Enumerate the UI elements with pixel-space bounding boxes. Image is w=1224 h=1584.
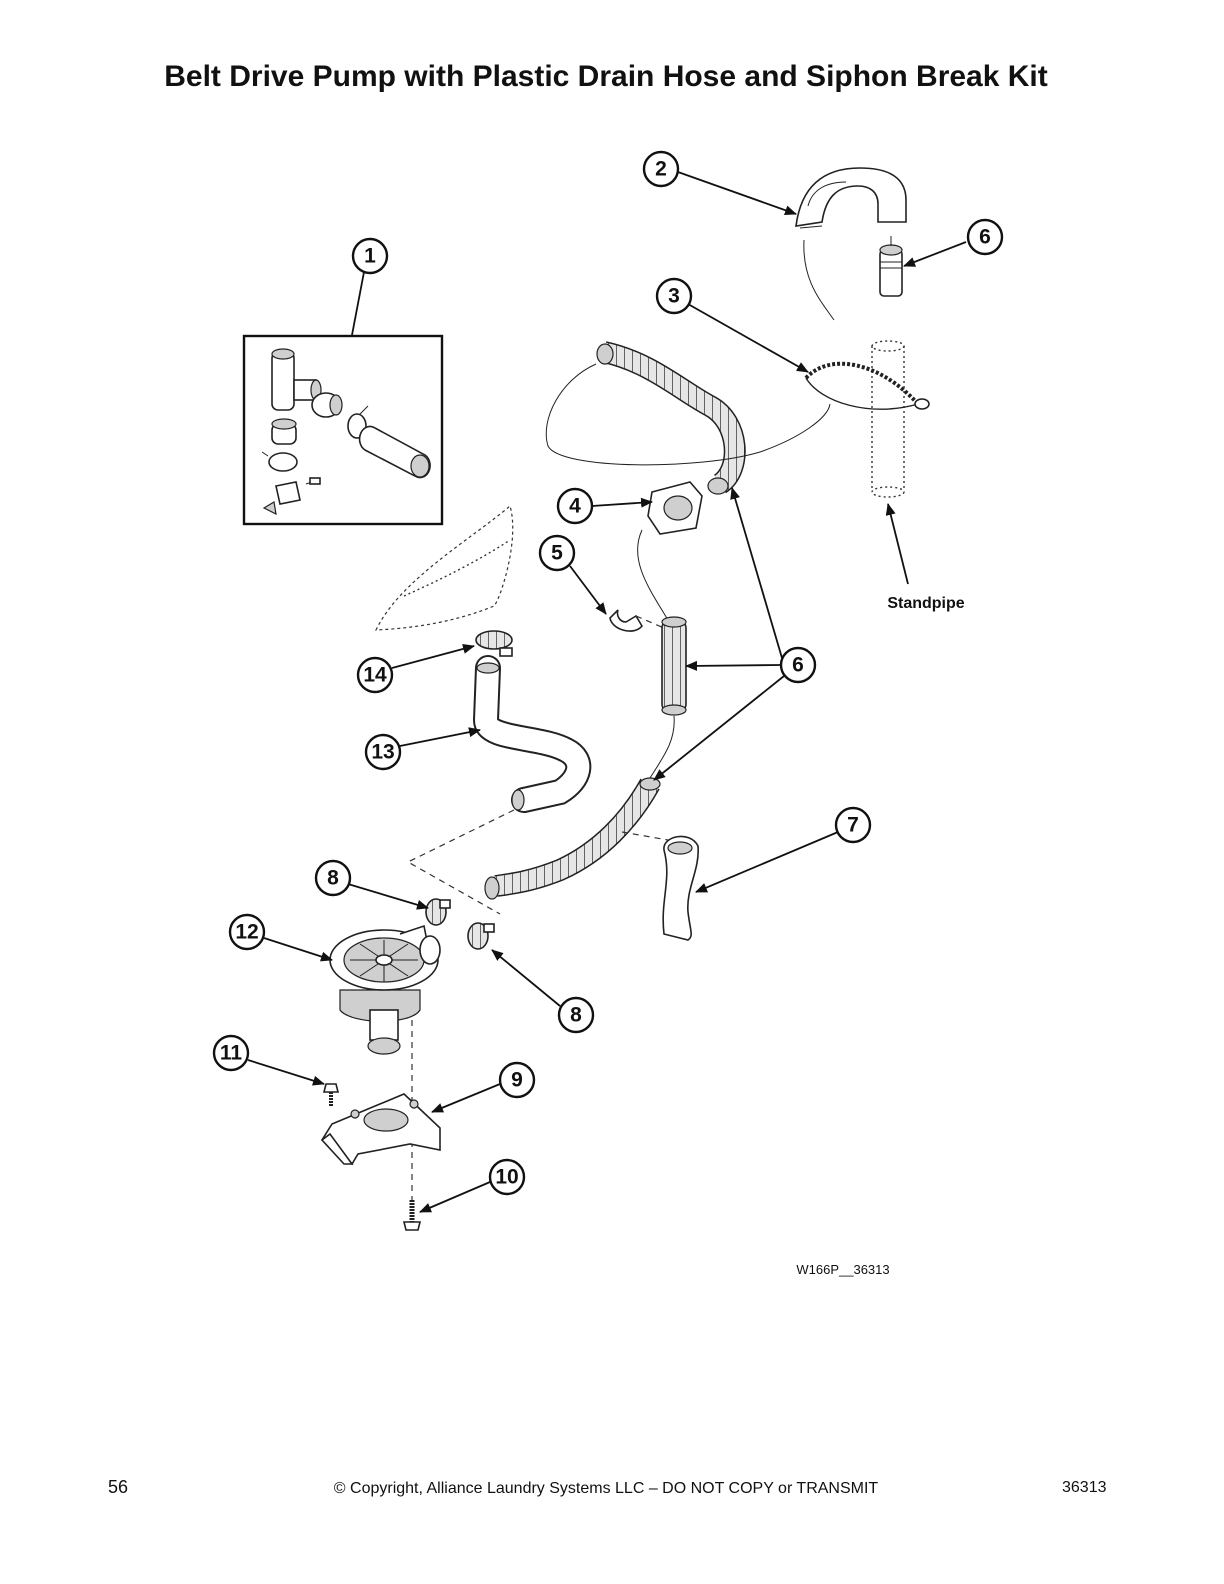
callout-2: 2 [642, 150, 680, 188]
drain-hose-lower [484, 777, 661, 900]
svg-text:3: 3 [668, 285, 680, 308]
svg-text:4: 4 [569, 495, 581, 518]
callout-13: 13 [364, 733, 402, 771]
callout-1: 1 [351, 237, 389, 275]
callout-8-upper: 8 [314, 859, 352, 897]
pump-bracket [320, 1093, 441, 1166]
bolt-10 [402, 1200, 422, 1231]
leader-lines [247, 171, 967, 1213]
hose-clamp-14 [475, 630, 513, 657]
callout-6-top: 6 [966, 218, 1004, 256]
svg-text:11: 11 [220, 1042, 243, 1065]
hose-retainer [662, 835, 699, 941]
svg-text:8: 8 [327, 867, 339, 890]
document-number: 36313 [1062, 1479, 1107, 1496]
callout-12: 12 [228, 913, 266, 951]
hose-insert-top [879, 244, 903, 297]
hose-connector [647, 481, 703, 535]
page-number: 56 [108, 1477, 129, 1497]
callout-3: 3 [655, 277, 693, 315]
callout-14: 14 [356, 656, 394, 694]
hose-clamp-5 [609, 609, 643, 632]
figure-code: W166P__36313 [796, 1262, 889, 1277]
callout-7: 7 [834, 806, 872, 844]
hose-tie-chain [804, 361, 930, 410]
svg-text:1: 1 [364, 245, 376, 268]
drain-hose-pump [472, 655, 592, 813]
page-title: Belt Drive Pump with Plastic Drain Hose … [164, 60, 1048, 93]
callout-8-lower: 8 [557, 996, 595, 1034]
callout-9: 9 [498, 1061, 536, 1099]
svg-text:8: 8 [570, 1004, 582, 1027]
standpipe [871, 340, 905, 498]
svg-text:9: 9 [511, 1069, 523, 1092]
svg-text:14: 14 [363, 664, 387, 687]
siphon-break-kit-box [242, 334, 444, 526]
callout-5: 5 [538, 534, 576, 572]
svg-text:6: 6 [792, 654, 804, 677]
svg-text:10: 10 [495, 1166, 518, 1189]
hose-clamp-8b [467, 922, 495, 950]
tub-outlet-section [375, 504, 514, 631]
copyright-notice: © Copyright, Alliance Laundry Systems LL… [333, 1480, 879, 1497]
standpipe-label: Standpipe [887, 595, 964, 612]
callout-10: 10 [488, 1158, 526, 1196]
svg-text:13: 13 [371, 741, 394, 764]
drain-pump [329, 924, 441, 1055]
callout-6-middle: 6 [779, 646, 817, 684]
svg-text:5: 5 [551, 542, 563, 565]
svg-text:6: 6 [979, 226, 991, 249]
hose-segment-middle [661, 616, 687, 716]
svg-text:2: 2 [655, 158, 667, 181]
callout-4: 4 [556, 487, 594, 525]
hose-clamp-8a [425, 898, 451, 926]
screw-11 [322, 1083, 340, 1106]
callout-11: 11 [212, 1034, 250, 1072]
drain-hose-hook [795, 167, 907, 229]
svg-text:7: 7 [847, 814, 859, 837]
svg-text:12: 12 [235, 921, 258, 944]
drain-hose-upper [596, 341, 746, 495]
